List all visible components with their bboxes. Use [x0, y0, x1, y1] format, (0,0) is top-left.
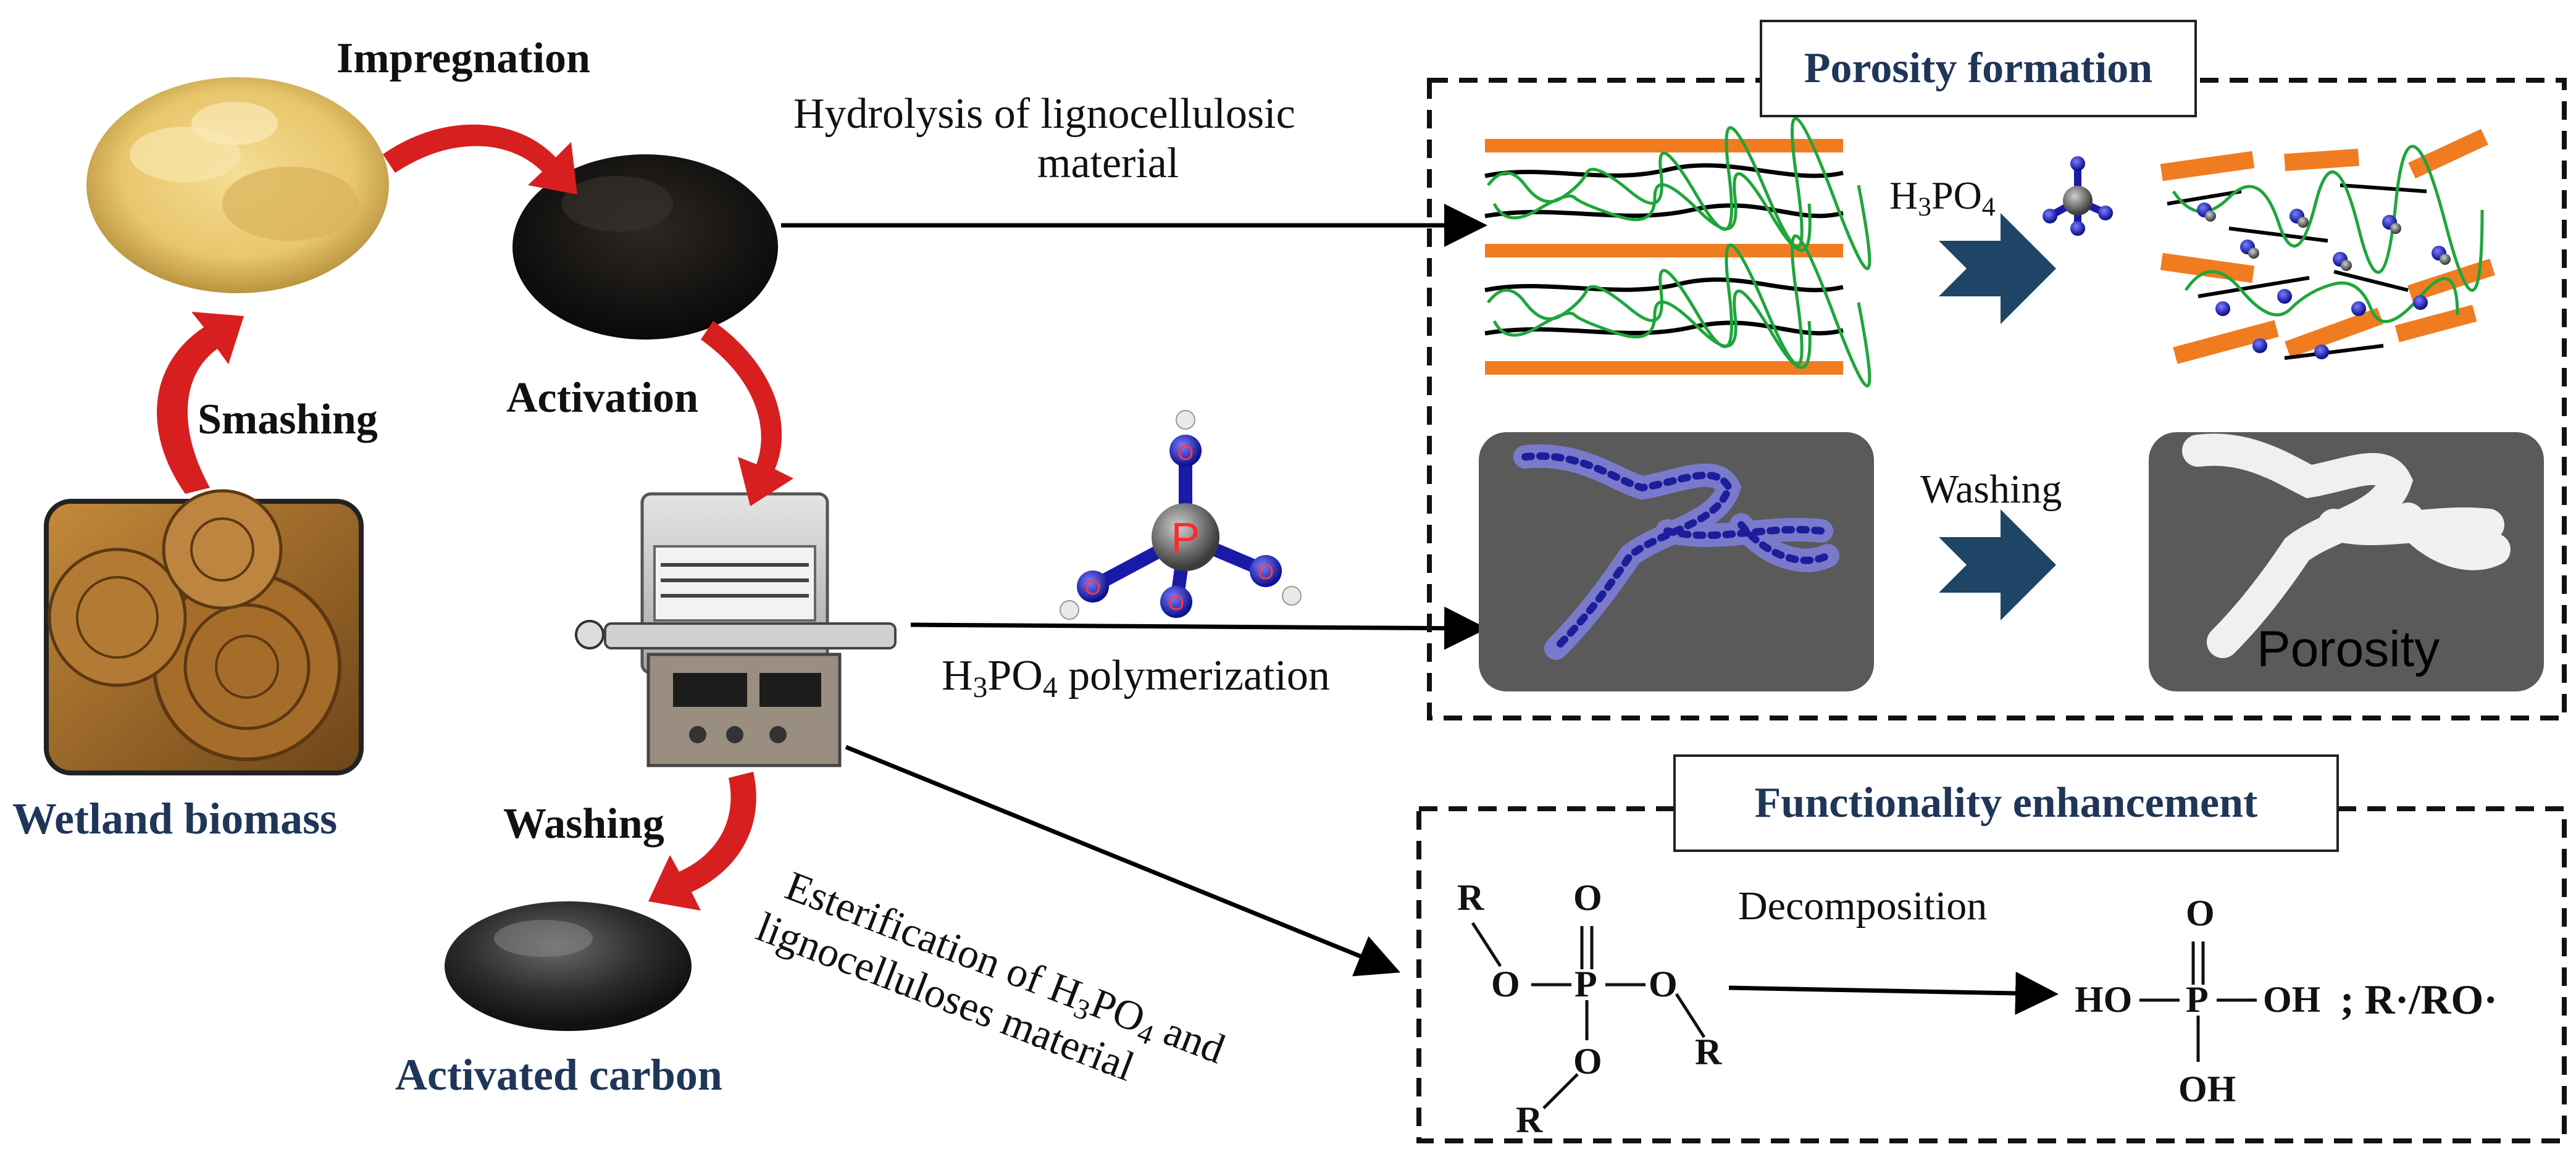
product-radicals: ; R·/RO· [2340, 976, 2498, 1023]
molecule-p-label: P [1171, 514, 1200, 562]
polymerization-h: H [942, 652, 973, 699]
chevron-arrow-top [1939, 213, 2056, 324]
acid-label: H3PO4 [1889, 173, 1996, 222]
washing-left-label: Washing [503, 800, 664, 848]
acid-sub1: 3 [1918, 191, 1931, 222]
molecule-o-label-left: O [1085, 576, 1101, 599]
phosphate-acid-structure [2139, 941, 2257, 1062]
activation-label: Activation [506, 374, 699, 422]
phosphoric-acid-molecule: P O O O O [1060, 410, 1302, 620]
smashing-arrow [157, 312, 244, 494]
polymerization-label: H3PO4 polymerization [942, 651, 1330, 704]
decomposition-label: Decomposition [1738, 883, 1988, 929]
esterification-arrow [845, 745, 1400, 977]
hydrolysis-label-line1: Hydrolysis of lignocellulosic [793, 90, 1295, 138]
ester-o-right: O [1649, 964, 1678, 1004]
phosphate-ester-structure [1471, 922, 1706, 1109]
small-acid-molecule [2043, 156, 2113, 236]
product-oh-bottom: OH [2178, 1069, 2236, 1109]
broken-fibers-with-acid [2160, 128, 2495, 364]
product-oh-right: OH [2263, 979, 2321, 1020]
acid-po: PO [1931, 173, 1982, 217]
activation-arrow [701, 321, 793, 506]
molecule-o-label-bottom: O [1168, 591, 1184, 615]
washing-arrow [648, 772, 756, 911]
polymerization-sub2: 4 [1042, 671, 1058, 704]
hydrolysis-label-line2: material [1037, 140, 1179, 187]
impregnation-label: Impregnation [337, 35, 590, 82]
porosity-panel [2149, 432, 2544, 691]
red-process-arrows [157, 124, 793, 911]
ester-r-top: R [1457, 877, 1484, 918]
ester-o-left: O [1491, 964, 1520, 1004]
product-ho: HO [2075, 979, 2133, 1020]
functionality-enhancement-title: Functionality enhancement [1673, 754, 2339, 852]
decomposition-arrow [1728, 971, 2059, 1015]
impregnated-powder-image [512, 154, 778, 340]
ester-r-bottom: R [1516, 1100, 1543, 1140]
ester-p: P [1574, 964, 1597, 1004]
polymerization-sub1: 3 [972, 671, 988, 704]
activated-carbon-image [445, 901, 692, 1031]
impregnation-arrow [383, 124, 577, 194]
ester-o-double: O [1573, 877, 1602, 918]
ester-o-bottom: O [1573, 1041, 1602, 1082]
porosity-formation-title: Porosity formation [1760, 20, 2197, 117]
washing-box-label: Washing [1920, 467, 2062, 512]
polymerization-po: PO [987, 652, 1043, 699]
smashing-label: Smashing [198, 396, 378, 443]
black-connector-arrows [781, 204, 1487, 977]
sawdust-pile-image [86, 77, 389, 293]
activated-carbon-label: Activated carbon [395, 1050, 722, 1100]
porosity-label: Porosity [2257, 621, 2440, 677]
polymerization-rest: polymerization [1057, 652, 1330, 699]
acid-h: H [1889, 173, 1918, 217]
product-p: P [2186, 979, 2209, 1020]
molecule-o-label-right: O [1258, 561, 1274, 584]
ester-r-right: R [1695, 1032, 1722, 1072]
lignocellulose-fibers [1484, 117, 1871, 388]
wetland-biomass-label: Wetland biomass [12, 794, 338, 843]
tube-furnace-image [575, 492, 897, 767]
polymerization-arrow [910, 606, 1487, 650]
molecule-o-label-top: O [1177, 441, 1194, 465]
wetland-biomass-image [44, 489, 364, 775]
product-o-double: O [2186, 893, 2215, 933]
acid-sub2: 4 [1981, 191, 1996, 222]
polymerized-acid-panel [1479, 432, 1874, 691]
chevron-arrow-bottom [1939, 509, 2056, 620]
